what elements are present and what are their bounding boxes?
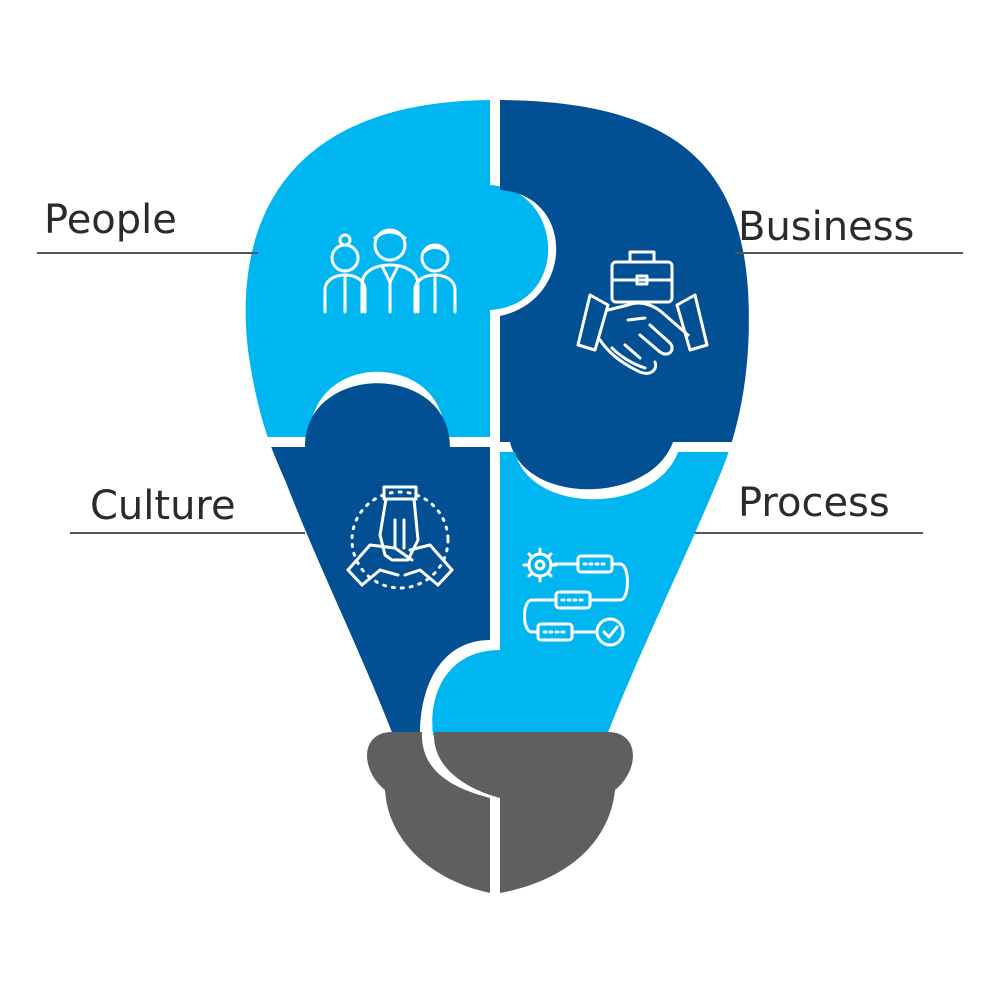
people-label: People xyxy=(44,197,177,243)
process-label: Process xyxy=(738,480,890,526)
bulb-body xyxy=(245,100,749,735)
bulb-base xyxy=(367,732,633,893)
workflow-icon xyxy=(522,547,629,647)
business-label: Business xyxy=(738,204,914,250)
team-icon xyxy=(323,228,457,314)
puzzle-piece-process xyxy=(432,452,749,735)
culture-label: Culture xyxy=(90,483,236,529)
puzzle-piece-business xyxy=(500,100,749,490)
handshake-briefcase-icon xyxy=(576,250,709,375)
stacked-hands-icon xyxy=(346,485,454,590)
base-left xyxy=(367,732,490,893)
connector-lines xyxy=(37,252,963,534)
puzzle-piece-culture xyxy=(245,383,490,735)
puzzle-piece-people xyxy=(245,100,549,437)
base-right xyxy=(433,732,633,893)
